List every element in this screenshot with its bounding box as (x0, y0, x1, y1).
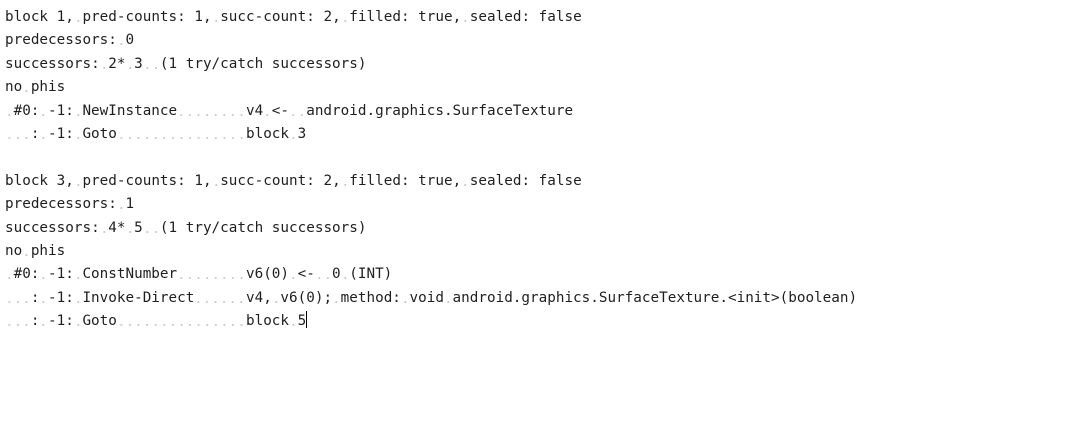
block-header-line-token: succ-count: 2, (220, 9, 341, 25)
instruction-argument: v4, (245, 289, 272, 306)
instruction-opcode: Invoke-Direct (82, 289, 195, 306)
instruction-opcode: Goto (82, 313, 117, 330)
block-header-line-token: sealed: false (469, 172, 582, 189)
instruction-argument: android.graphics.SurfaceTexture (306, 102, 574, 119)
block-header-line-token: filled: true, (349, 172, 462, 189)
instruction-argument: v6(0); (280, 289, 333, 306)
instruction-opcode: ConstNumber (82, 266, 178, 283)
successors-line-token: 2* (108, 55, 126, 72)
block-header-line-token: succ-count: 2, (220, 172, 341, 189)
successors-line-token: 5 (134, 219, 143, 236)
instruction-position: -1: (48, 266, 74, 283)
predecessors-line-token: predecessors: (5, 196, 117, 213)
successors-line-token: 4* (108, 219, 126, 236)
predecessors-line-token: 1 (125, 196, 135, 213)
instruction-opcode: NewInstance (82, 102, 178, 119)
successors-line-token: 3 (134, 55, 143, 72)
instruction-argument: v6(0) (245, 266, 290, 283)
block-header-line[interactable]: block 1, pred-counts: 1, succ-count: 2, fil… (5, 6, 1080, 29)
instruction-argument: 5 (297, 313, 307, 330)
block-header-line-token: filled: true, (349, 9, 462, 25)
predecessors-line-token: predecessors: (5, 32, 117, 49)
instruction-index: : (30, 289, 40, 306)
successors-line[interactable]: successors: 2* 3 (1 try/catch successors) (5, 53, 1080, 76)
successors-line-token: (1 try/catch successors) (159, 55, 367, 72)
predecessors-line[interactable]: predecessors: 1 (5, 193, 1080, 216)
successors-line-token: (1 try/catch successors) (159, 219, 367, 236)
predecessors-line[interactable]: predecessors: 0 (5, 29, 1080, 52)
instruction-index: : (30, 313, 40, 330)
instruction-argument: method: (340, 289, 401, 306)
instruction-argument: (INT) (349, 266, 393, 283)
instruction-index: : (30, 125, 40, 142)
phis-line-token: no (5, 79, 23, 96)
instruction-argument: block (245, 125, 290, 142)
instruction-argument: <- (271, 102, 290, 119)
block-header-line-token: block 1, (5, 9, 74, 25)
instruction-line[interactable]: : -1: Goto block 5 (5, 310, 1080, 333)
block-header-line[interactable]: block 3, pred-counts: 1, succ-count: 2, fil… (5, 170, 1080, 193)
instruction-position: -1: (48, 102, 74, 119)
instruction-argument: block (245, 313, 290, 330)
instruction-index: #0: (13, 266, 40, 283)
block-header-line-token: pred-counts: 1, (82, 172, 212, 189)
instruction-argument: android.graphics.SurfaceTexture.<init>(b… (452, 289, 858, 306)
successors-line-token: successors: (5, 219, 100, 236)
successors-line-token: successors: (5, 55, 100, 72)
instruction-opcode: Goto (82, 125, 117, 142)
instruction-position: -1: (48, 313, 74, 330)
instruction-position: -1: (48, 289, 74, 306)
block-header-line-token: block 3, (5, 172, 74, 189)
instruction-argument: 0 (332, 266, 341, 283)
instruction-line[interactable]: #0: -1: ConstNumber v6(0) <- 0 (INT) (5, 263, 1080, 286)
block-header-line-token: sealed: false (469, 9, 582, 25)
predecessors-line-token: 0 (125, 32, 135, 49)
phis-line-token: no (5, 242, 23, 259)
instruction-position: -1: (48, 125, 74, 142)
instruction-line[interactable]: : -1: Goto block 3 (5, 123, 1080, 146)
blank-line[interactable] (5, 146, 1080, 169)
successors-line[interactable]: successors: 4* 5 (1 try/catch successors) (5, 217, 1080, 240)
text-caret (306, 311, 308, 329)
instruction-argument: 3 (297, 125, 307, 142)
phis-line-token: phis (30, 79, 66, 96)
block-header-line-token: pred-counts: 1, (82, 9, 212, 25)
instruction-line[interactable]: #0: -1: NewInstance v4 <- android.graphics.Su… (5, 100, 1080, 123)
instruction-argument: void (409, 289, 444, 306)
instruction-argument: <- (297, 266, 315, 283)
instruction-index: #0: (13, 102, 40, 119)
instruction-argument: v4 (245, 102, 264, 119)
phis-line-token: phis (30, 242, 66, 259)
